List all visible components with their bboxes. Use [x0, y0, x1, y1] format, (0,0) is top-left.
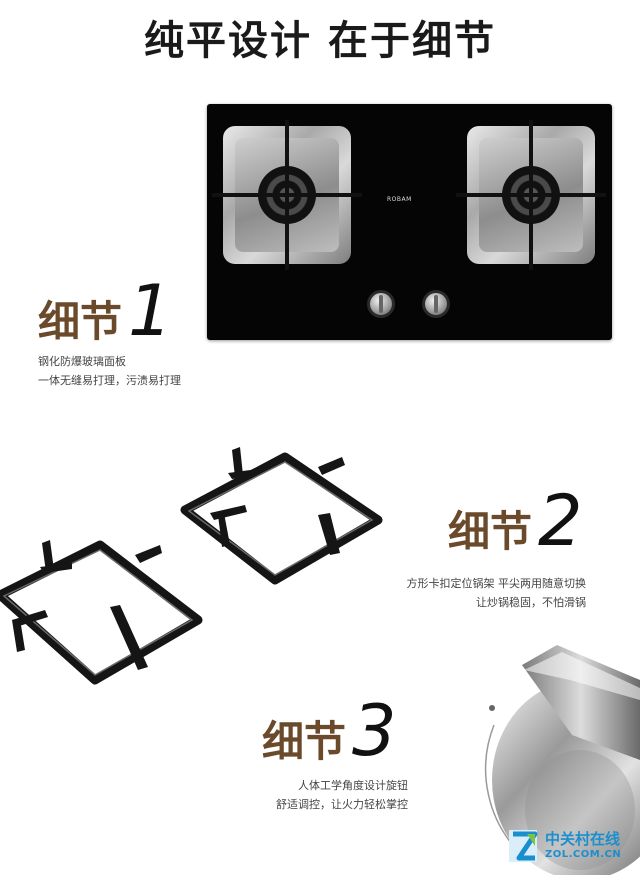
detail-3-line-2: 舒适调控，让火力轻松掌控	[276, 798, 408, 811]
cooktop-image: ROBAM	[207, 104, 612, 340]
page-title: 纯平设计 在于细节	[144, 17, 496, 64]
watermark-chinese-text: 中关村在线	[545, 830, 621, 848]
detail-3-line-1: 人体工学角度设计旋钮	[298, 779, 408, 792]
pan-support-grates-image	[0, 447, 383, 685]
right-burner	[456, 120, 606, 270]
watermark-domain-text: ZOL.COM.CN	[545, 849, 622, 860]
detail-1-description: 钢化防爆玻璃面板 一体无缝易打理，污渍易打理	[38, 352, 181, 390]
detail-3-description: 人体工学角度设计旋钮 舒适调控，让火力轻松掌控	[266, 776, 408, 814]
right-knob	[422, 290, 450, 318]
detail-2-description: 方形卡扣定位锅架 平尖两用随意切换 让炒锅稳固，不怕滑锅	[398, 574, 587, 612]
detail-1-heading: 细节 1	[38, 270, 173, 352]
detail-2-word: 细节	[448, 507, 533, 556]
detail-2-heading: 细节 2	[448, 480, 583, 562]
detail-3-number: 3	[352, 690, 397, 772]
knob-closeup-image	[484, 645, 640, 875]
left-knob	[367, 290, 395, 318]
zol-logo-icon	[509, 830, 538, 862]
detail-1-line-1: 钢化防爆玻璃面板	[38, 355, 126, 368]
brand-logo: ROBAM	[387, 196, 412, 203]
detail-1-number: 1	[128, 270, 173, 352]
detail-2-number: 2	[538, 480, 583, 562]
detail-1-line-2: 一体无缝易打理，污渍易打理	[38, 374, 181, 387]
detail-2-line-2: 让炒锅稳固，不怕滑锅	[476, 596, 586, 609]
detail-3-heading: 细节 3	[262, 690, 397, 772]
detail-1-word: 细节	[38, 297, 123, 346]
zol-watermark: 中关村在线 ZOL.COM.CN	[505, 826, 640, 868]
detail-3-word: 细节	[262, 717, 347, 766]
detail-2-line-1: 方形卡扣定位锅架 平尖两用随意切换	[406, 577, 587, 590]
left-burner	[212, 120, 362, 270]
